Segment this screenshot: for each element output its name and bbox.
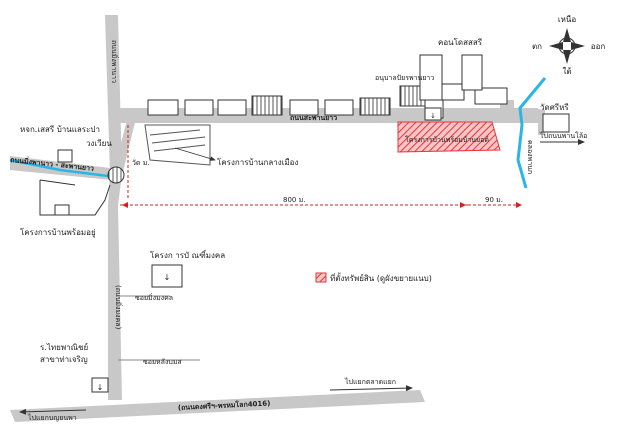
right-road-end	[530, 108, 545, 135]
center-project	[144, 124, 211, 166]
canals	[9, 77, 547, 189]
vertical-bottom-label: (ถนนมิ่งมงคล)	[114, 285, 123, 330]
school-marker: ↓	[424, 107, 442, 121]
compass-south: ใต้	[562, 67, 571, 76]
temple-label: วัดศรีหรี	[540, 103, 569, 112]
compass-icon	[549, 28, 585, 64]
compass-east: ออก	[591, 42, 606, 51]
jamraeng-building	[57, 149, 73, 163]
distance-lines	[120, 125, 522, 206]
dist-arrow-mid	[460, 202, 466, 208]
to-bottom-left-label: ไปแยกบญยนพา	[27, 413, 77, 422]
dist-arrow-right	[516, 202, 522, 208]
school-arrow-icon: ↓	[430, 112, 436, 120]
left-project	[39, 179, 111, 216]
vertical-road	[105, 15, 122, 400]
svg-text:↓: ↓	[97, 383, 104, 392]
legend-label: ที่ตั้งทรัพย์สิน (ดูผังขยายแนบ)	[330, 272, 432, 284]
kmj-project: ↓	[151, 264, 183, 288]
soi-mongkol-label: ซอยมิ่งมงคล	[135, 293, 173, 302]
hospital-label: ร.ไทยพาณิชย์	[40, 342, 88, 352]
legend-swatch	[315, 272, 327, 283]
hospital-building: ↓	[91, 377, 109, 393]
main-road-label: ถนนสะพานยาว	[290, 114, 337, 122]
project-center-label: โครงการบ้านกลางเมือง	[217, 157, 298, 167]
project-left-label: โครงการบ้านพร้อมอยู่	[20, 227, 96, 238]
arrow-bottom-right	[329, 385, 413, 392]
kmj-label: โครงก ารบั ณฑิ์มงคล	[150, 249, 225, 260]
condo-label: คอนโดสสสรี	[438, 37, 483, 47]
circle-connector	[114, 116, 136, 176]
dist-short-label: วัด ม.	[132, 159, 150, 167]
left-project-building	[54, 204, 70, 216]
arrow-bottom-left	[19, 408, 87, 415]
traffic-circle-icon	[107, 166, 125, 184]
text-labels: เหนือ ใต้ ตก ออก คอนโดสสสรี อนุบาลปัยรพา…	[10, 15, 606, 422]
project-right-label: โครงการบ้านพร้อมบ้านยอด์	[405, 135, 489, 144]
canal-right	[516, 77, 547, 189]
right-vertical-label: คลองพานก	[526, 140, 534, 174]
circle-label: วงเวียน	[86, 139, 112, 148]
canal-left	[9, 158, 109, 178]
bottom-road	[10, 390, 425, 422]
compass-west: ตก	[532, 42, 542, 51]
to-bottom-right-label: ไปแยกตลาดแยก	[344, 377, 396, 386]
dist-arrow-left	[122, 202, 128, 208]
svg-text:↓: ↓	[164, 273, 171, 282]
project-pointer	[174, 147, 216, 161]
dist-right-label: 90 ม.	[485, 196, 503, 204]
hospital-branch-label: สาขาท่าเจริญ	[40, 355, 88, 364]
compass-north: เหนือ	[558, 15, 576, 24]
to-right-label: ไปถนนพานโล้อ	[539, 131, 587, 140]
vertical-top-label: ถนนมิ่งพานาว	[110, 40, 119, 83]
dist-main-label: 800 ม.	[283, 196, 305, 204]
jamraeng-label: หจก.เสสรี บ้านแลระปา	[20, 125, 100, 134]
soi-lower-label: ซอยหลังบมส	[143, 358, 182, 366]
buildings-top	[147, 54, 570, 133]
property-location	[397, 121, 501, 153]
school-label: อนุบาลปัยรพานยาว	[375, 74, 434, 82]
